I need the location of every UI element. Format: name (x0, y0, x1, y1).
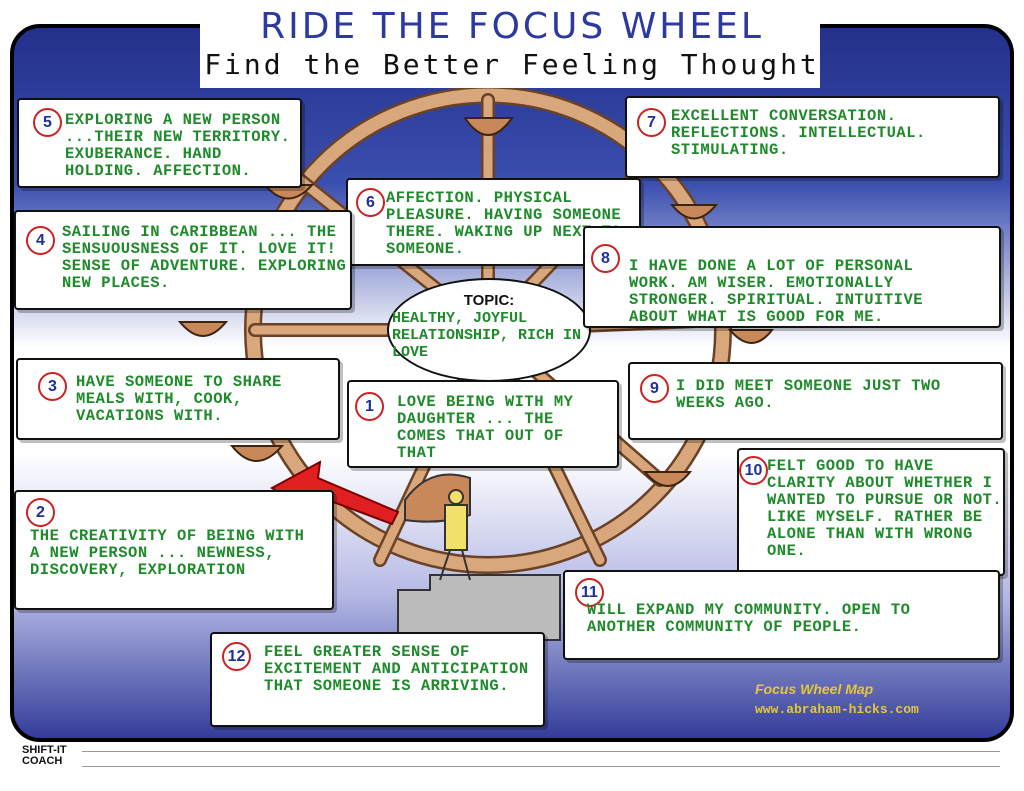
card-text: LOVE BEING WITH MY DAUGHTER ... THE COME… (397, 393, 574, 462)
card-number: 2 (26, 498, 55, 527)
page-title: RIDE THE FOCUS WHEEL (260, 6, 764, 47)
card-12: 12 FEEL GREATER SENSE OF EXCITEMENT AND … (210, 632, 545, 727)
topic-oval: TOPIC: HEALTHY, JOYFUL RELATIONSHIP, RIC… (387, 278, 591, 382)
card-2: 2 THE CREATIVITY OF BEING WITH A NEW PER… (14, 490, 334, 610)
card-text: THE CREATIVITY OF BEING WITH A NEW PERSO… (30, 527, 305, 579)
topic-label: TOPIC: (463, 292, 515, 309)
card-4: 4 SAILING IN CARIBBEAN ... THE SENSUOUSN… (14, 210, 352, 310)
card-number: 12 (222, 642, 251, 671)
page-subtitle: Find the Better Feeling Thought (204, 48, 820, 81)
card-9: 9 I DID MEET SOMEONE JUST TWO WEEKS AGO. (628, 362, 1003, 440)
card-text: WILL EXPAND MY COMMUNITY. OPEN TO ANOTHE… (587, 601, 911, 636)
card-text: I DID MEET SOMEONE JUST TWO WEEKS AGO. (676, 377, 941, 412)
card-number: 1 (355, 392, 384, 421)
card-number: 9 (640, 374, 669, 403)
footer-line (82, 766, 1000, 767)
card-number: 5 (33, 108, 62, 137)
title-backdrop (200, 0, 820, 88)
card-number: 8 (591, 244, 620, 273)
card-text: I HAVE DONE A LOT OF PERSONAL WORK. AM W… (629, 257, 924, 326)
card-number: 6 (356, 188, 385, 217)
shift-it-coach-logo: SHIFT-IT COACH (22, 745, 67, 767)
card-number: 4 (26, 226, 55, 255)
topic-text: HEALTHY, JOYFUL RELATIONSHIP, RICH IN LO… (392, 310, 582, 361)
card-7: 7 EXCELLENT CONVERSATION. REFLECTIONS. I… (625, 96, 1000, 178)
stairs (397, 574, 561, 641)
card-3: 3 HAVE SOMEONE TO SHARE MEALS WITH, COOK… (16, 358, 340, 440)
footer-line (82, 751, 1000, 752)
card-text: FEEL GREATER SENSE OF EXCITEMENT AND ANT… (264, 643, 529, 695)
card-text: FELT GOOD TO HAVE CLARITY ABOUT WHETHER … (767, 457, 1003, 560)
card-11: 11 WILL EXPAND MY COMMUNITY. OPEN TO ANO… (563, 570, 1000, 660)
card-number: 10 (739, 456, 768, 485)
wheel-gondolas (177, 117, 775, 487)
card-text: HAVE SOMEONE TO SHARE MEALS WITH, COOK, … (76, 373, 282, 425)
card-number: 11 (575, 578, 604, 607)
card-1: 1 LOVE BEING WITH MY DAUGHTER ... THE CO… (347, 380, 619, 468)
card-8: 8 I HAVE DONE A LOT OF PERSONAL WORK. AM… (583, 226, 1001, 328)
card-6: 6 AFFECTION. PHYSICAL PLEASURE. HAVING S… (346, 178, 641, 266)
source-url: www.abraham-hicks.com (755, 702, 919, 717)
card-10: 10 FELT GOOD TO HAVE CLARITY ABOUT WHETH… (737, 448, 1005, 576)
card-number: 3 (38, 372, 67, 401)
card-number: 7 (637, 108, 666, 137)
logo-top-text: SHIFT-IT (22, 744, 67, 756)
person-figure (404, 473, 471, 581)
card-text: AFFECTION. PHYSICAL PLEASURE. HAVING SOM… (386, 189, 622, 258)
map-name: Focus Wheel Map (755, 681, 874, 697)
card-5: 5 EXPLORING A NEW PERSON ...THEIR NEW TE… (17, 98, 302, 188)
card-text: SAILING IN CARIBBEAN ... THE SENSUOUSNES… (62, 223, 347, 292)
logo-bottom-text: COACH (22, 755, 63, 767)
card-text: EXPLORING A NEW PERSON ...THEIR NEW TERR… (65, 111, 291, 180)
card-text: EXCELLENT CONVERSATION. REFLECTIONS. INT… (671, 107, 926, 159)
